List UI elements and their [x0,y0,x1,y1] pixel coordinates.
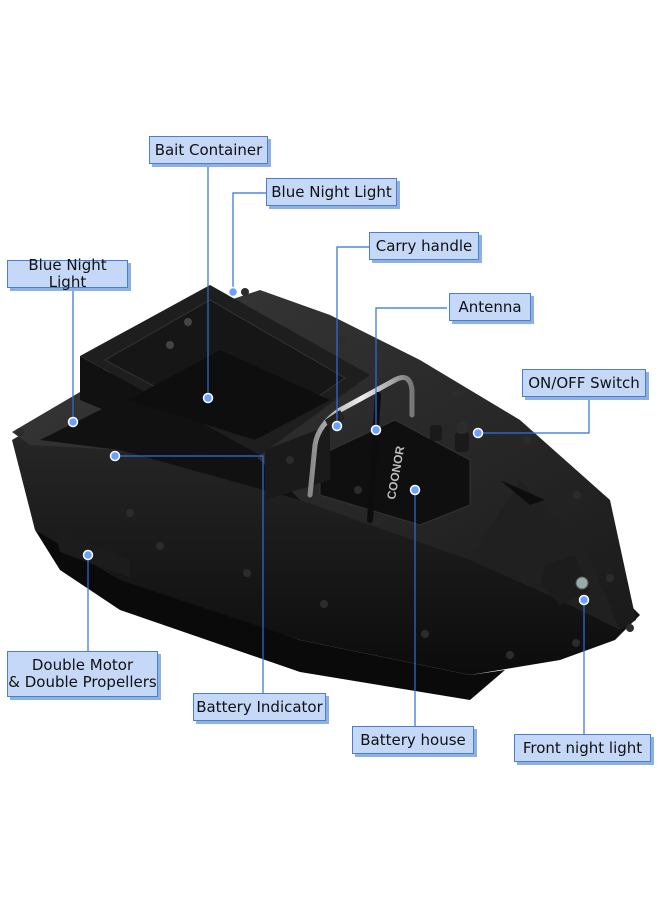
label-antenna: Antenna [449,293,531,321]
label-on-off-switch: ON/OFF Switch [522,369,646,397]
carry-handle [307,375,415,498]
label-blue-night-light-left: Blue Night Light [7,257,128,291]
leader-lines [72,165,590,734]
label-bait-container: Bait Container [149,136,268,164]
label-battery-indicator: Battery Indicator [193,693,326,721]
bait-container [80,285,370,470]
front-light-housing [540,555,590,605]
on-off-switch [430,422,469,452]
label-battery-house: Battery house [352,726,474,754]
label-carry-handle: Carry handle [369,232,479,260]
callout-dots [67,286,590,606]
antenna [367,392,381,523]
label-front-night-light: Front night light [514,734,651,762]
front-light-lens [575,576,589,590]
bolts [16,288,634,659]
label-blue-night-light-top: Blue Night Light [266,178,397,206]
label-double-motor: Double Motor & Double Propellers [7,651,158,697]
